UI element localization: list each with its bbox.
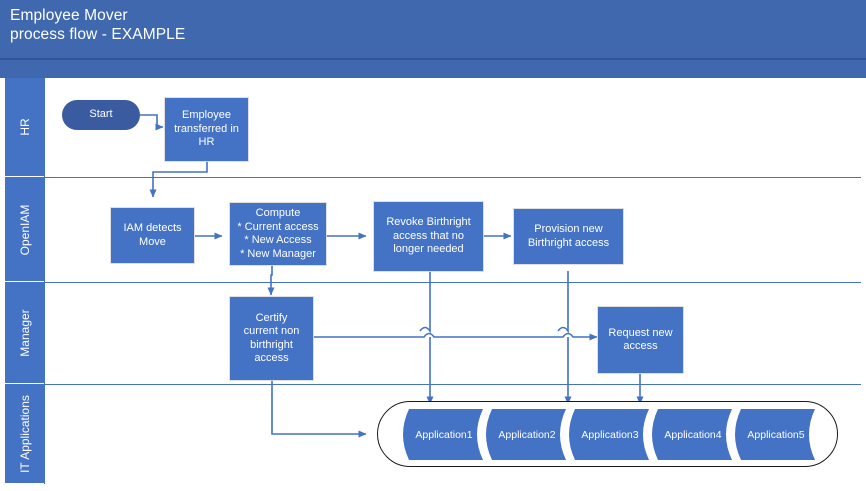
- swimlane-header-openiam: OpenIAM: [5, 178, 44, 282]
- application2-label: Application2: [498, 428, 556, 441]
- node-request-new-access[interactable]: Request new access: [598, 307, 683, 373]
- node-application1[interactable]: Application1: [397, 409, 483, 460]
- page-title: Employee Mover process flow - EXAMPLE: [10, 7, 186, 43]
- node-application3[interactable]: Application3: [563, 409, 649, 460]
- swimlane-header-hr: HR: [5, 78, 44, 177]
- swimlane-label-it-applications: IT Applications: [17, 395, 32, 473]
- node-revoke-birthright-access[interactable]: Revoke Birthright access that no longer …: [374, 202, 483, 271]
- node-application4[interactable]: Application4: [646, 409, 732, 460]
- node-application2[interactable]: Application2: [480, 409, 566, 460]
- swimlane-body-manager: [44, 283, 861, 384]
- node-start[interactable]: Start: [62, 100, 140, 130]
- swimlane-label-openiam: OpenIAM: [17, 204, 32, 255]
- application4-label: Application4: [664, 428, 722, 441]
- node-employee-transferred[interactable]: Employee transferred in HR: [165, 98, 248, 161]
- application3-label: Application3: [581, 428, 639, 441]
- node-certify-current-non-birthright-access[interactable]: Certify current non birthright access: [230, 297, 313, 380]
- swimlane-header-it-applications: IT Applications: [5, 385, 44, 484]
- header-banner: Employee Mover process flow - EXAMPLE: [0, 0, 866, 58]
- node-compute[interactable]: Compute * Current access * New Access * …: [230, 203, 326, 265]
- header-divider: [0, 58, 866, 60]
- application5-label: Application5: [747, 428, 805, 441]
- application1-label: Application1: [415, 428, 473, 441]
- node-application5[interactable]: Application5: [729, 409, 815, 460]
- header-subbar: [0, 60, 866, 78]
- node-provision-new-birthright-access[interactable]: Provision new Birthright access: [514, 209, 623, 264]
- swimlane-label-hr: HR: [17, 118, 32, 136]
- swimlane-manager: Manager: [5, 283, 861, 385]
- swimlane-hr: HR: [5, 78, 861, 178]
- node-iam-detects-move[interactable]: IAM detects Move: [111, 208, 194, 263]
- swimlane-label-manager: Manager: [17, 309, 32, 357]
- swimlane-header-manager: Manager: [5, 283, 44, 384]
